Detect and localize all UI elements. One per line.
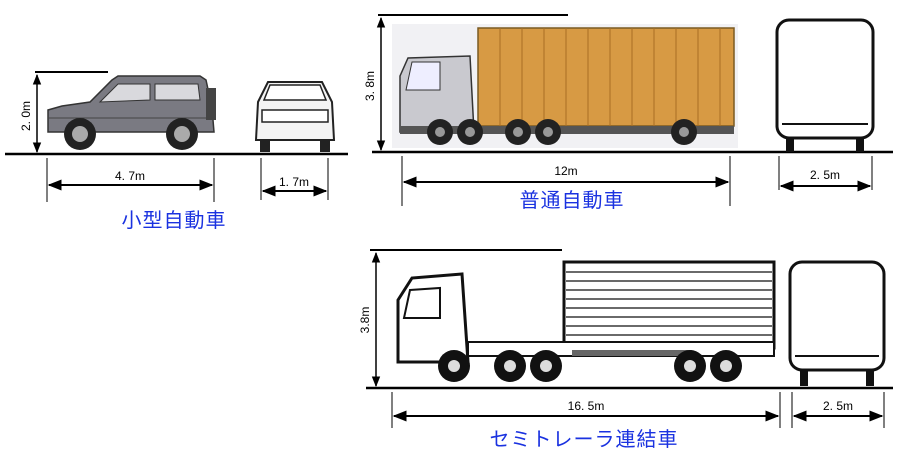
- semi-trailer-length-label: 16. 5m: [568, 399, 605, 413]
- ordinary-truck-rear-illustration: [775, 18, 875, 152]
- small-car-height-label: 2. 0m: [19, 101, 33, 131]
- small-car-panel: 2. 0m 4. 7m 1. 7m: [5, 71, 348, 232]
- small-car-width-label: 1. 7m: [279, 175, 309, 189]
- ordinary-truck-panel: 3. 8m: [363, 14, 893, 212]
- ordinary-truck-height-label: 3. 8m: [363, 71, 377, 101]
- semi-trailer-width-label: 2. 5m: [823, 399, 853, 413]
- small-car-caption: 小型自動車: [122, 208, 227, 232]
- semi-trailer-rear-illustration: [788, 260, 886, 386]
- small-car-length-label: 4. 7m: [115, 169, 145, 183]
- ordinary-truck-side-illustration: [392, 24, 738, 148]
- semi-trailer-height-label: 3.8m: [358, 307, 372, 334]
- small-car-front-illustration: [254, 81, 336, 152]
- semi-trailer-panel: 3.8m: [358, 249, 893, 450]
- ordinary-truck-caption: 普通自動車: [520, 188, 625, 212]
- small-car-side-illustration: [47, 75, 216, 150]
- semi-trailer-caption: セミトレーラ連結車: [490, 427, 679, 450]
- ordinary-truck-width-label: 2. 5m: [810, 168, 840, 182]
- ordinary-truck-length-label: 12m: [554, 164, 577, 178]
- semi-trailer-side-illustration: [396, 260, 776, 382]
